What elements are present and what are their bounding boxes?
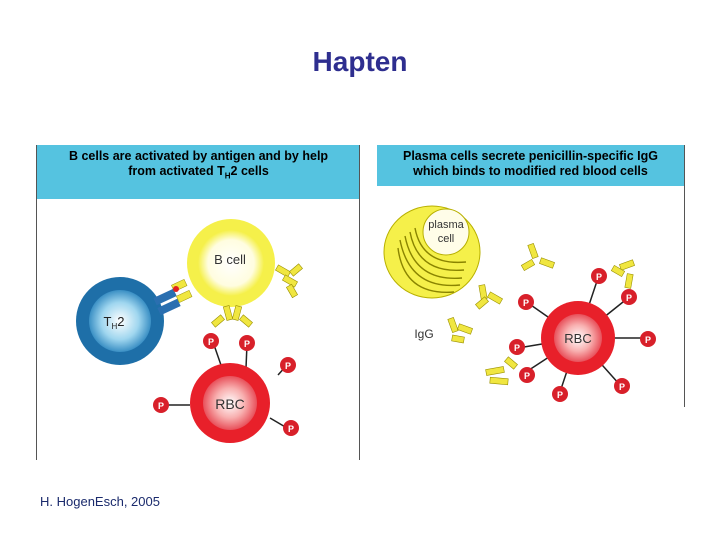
mhc-lower <box>176 289 193 303</box>
hapten-marker <box>203 333 219 349</box>
hapten-label: P <box>619 382 625 392</box>
igg-molecule-4 <box>610 259 635 289</box>
b-cell-nucleus <box>198 230 264 296</box>
hapten-label: P <box>244 339 250 349</box>
plasma-label-line1: plasma <box>428 219 464 231</box>
rbc-right-center <box>554 314 602 362</box>
right-caption-line1: Plasma cells secrete penicillin-specific… <box>403 149 658 163</box>
left-panel-border-right <box>359 145 360 460</box>
hapten-marker <box>280 357 296 373</box>
hapten-label: P <box>288 424 294 434</box>
rbc-left: RBC <box>167 363 288 443</box>
left-caption-line2-sub: H <box>224 171 231 181</box>
igg-molecule-3 <box>447 317 473 344</box>
hapten-marker <box>283 420 299 436</box>
th2-label: TH2 <box>104 314 125 331</box>
hapten-marker <box>153 397 169 413</box>
hapten-marker <box>518 294 534 310</box>
rbc-right: RBC <box>541 301 615 375</box>
rbc-left-label: RBC <box>215 396 245 412</box>
b-cell-surface-antibody <box>275 263 303 299</box>
hapten-marker <box>591 268 607 284</box>
hapten-label: P <box>524 371 530 381</box>
hapten-label: P <box>514 343 520 353</box>
b-cell: B cell <box>187 219 275 307</box>
igg-molecule-2 <box>475 284 503 310</box>
left-caption-line1: B cells are activated by antigen and by … <box>68 149 329 163</box>
hapten-label: P <box>285 361 291 371</box>
plasma-cell: plasma cell <box>383 205 481 299</box>
plasma-er-line <box>404 235 463 279</box>
b-cell-label: B cell <box>214 252 246 267</box>
igg-label: IgG <box>414 327 433 341</box>
left-panel-caption: B cells are activated by antigen and by … <box>37 145 360 199</box>
hapten-marker <box>519 367 535 383</box>
th2-cell-nucleus <box>89 290 151 352</box>
hapten-marker <box>614 378 630 394</box>
bridge-haptens: P P <box>203 333 255 369</box>
plasma-label-line2: cell <box>438 233 455 245</box>
bound-igg-molecules <box>485 356 518 386</box>
plasma-er-line <box>409 231 465 272</box>
rbc-left-haptens: P P P <box>153 357 299 436</box>
hapten-label: P <box>596 272 602 282</box>
left-caption-line2: from activated TH2 cells <box>37 164 360 184</box>
hapten-label: P <box>523 298 529 308</box>
hapten-label: P <box>645 335 651 345</box>
tcr-receptor-upper <box>153 288 177 306</box>
rbc-right-label: RBC <box>564 331 591 346</box>
plasma-er-line <box>399 239 461 287</box>
tcr-mhc-complex <box>153 278 193 316</box>
hapten-marker <box>509 339 525 355</box>
hapten-label: P <box>158 401 164 411</box>
rbc-right-haptens: P P P P P P P P <box>509 268 656 402</box>
hapten-marker <box>640 331 656 347</box>
credit-text: H. HogenEsch, 2005 <box>40 494 160 509</box>
hapten-marker <box>621 289 637 305</box>
b-cell-receptor-antibody <box>211 305 253 328</box>
hapten-label: P <box>626 293 632 303</box>
rbc-left-center <box>203 376 257 430</box>
left-panel-border-left <box>36 145 37 460</box>
page-title: Hapten <box>312 46 408 77</box>
hapten-marker <box>239 335 255 351</box>
th2-cell: TH2 <box>76 277 164 365</box>
left-caption-line2-suffix: 2 cells <box>230 164 269 178</box>
right-panel-caption: Plasma cells secrete penicillin-specific… <box>377 145 684 186</box>
hapten-marker <box>552 386 568 402</box>
hapten-label: P <box>557 390 563 400</box>
plasma-cell-nucleus <box>422 208 470 256</box>
igg-molecule-1 <box>520 243 555 272</box>
left-caption-line2-prefix: from activated T <box>128 164 225 178</box>
plasma-er-line <box>414 227 467 264</box>
plasma-er-line <box>397 247 455 293</box>
free-igg-molecules <box>447 243 635 344</box>
right-caption-line2: which binds to modified red blood cells <box>413 164 648 178</box>
right-panel-border-right <box>684 145 685 407</box>
peptide-dot <box>173 286 179 292</box>
hapten-label: P <box>208 337 214 347</box>
tcr-receptor-lower <box>157 298 181 316</box>
